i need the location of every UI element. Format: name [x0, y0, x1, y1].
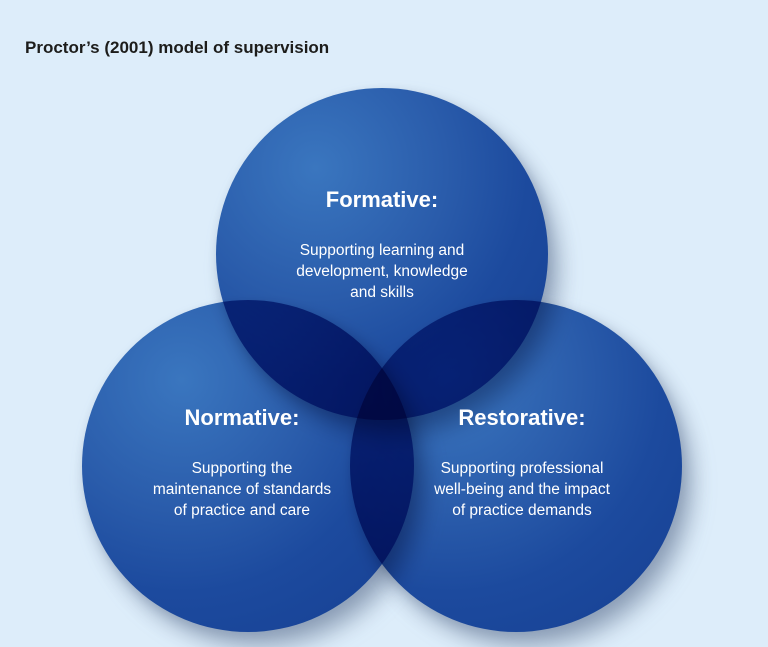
restorative-heading: Restorative:: [458, 405, 586, 430]
restorative-description: Supporting professional well-being and t…: [434, 460, 610, 519]
formative-heading: Formative:: [325, 187, 439, 212]
restorative-label: Restorative: Supporting professional wel…: [362, 404, 682, 521]
normative-heading: Normative:: [184, 405, 300, 430]
formative-label: Formative: Supporting learning and devel…: [222, 186, 542, 303]
restorative-circle: [350, 300, 682, 632]
formative-description: Supporting learning and development, kno…: [296, 242, 468, 301]
normative-label: Normative: Supporting the maintenance of…: [82, 404, 402, 521]
page-title: Proctor’s (2001) model of supervision: [25, 38, 330, 58]
normative-description: Supporting the maintenance of standards …: [152, 460, 332, 519]
